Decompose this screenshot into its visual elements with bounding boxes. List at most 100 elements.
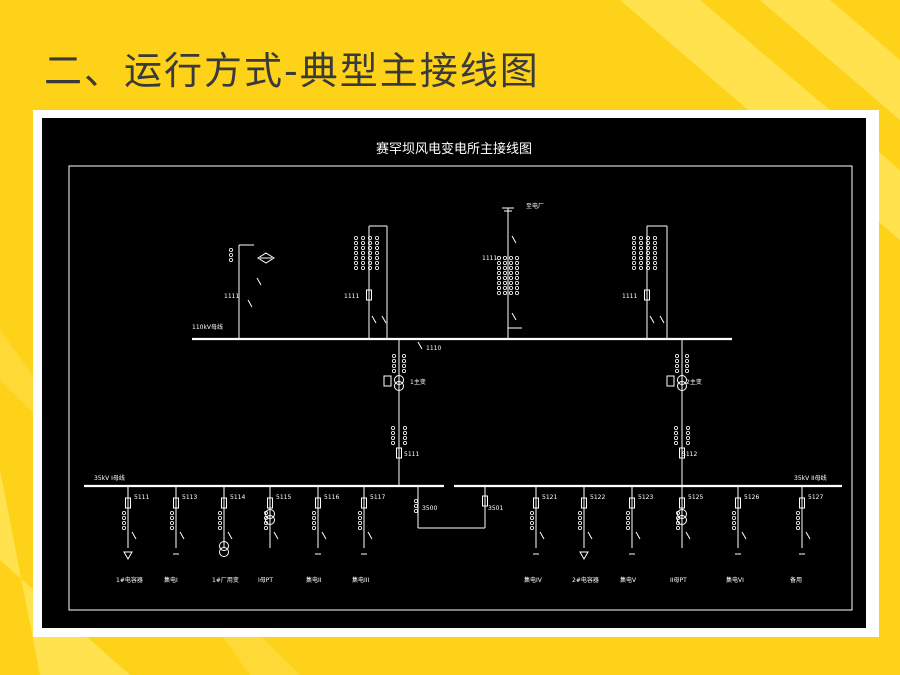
line-b-insulator <box>353 250 358 255</box>
line-c-insulator <box>514 275 519 280</box>
feeder-0-ct <box>122 510 127 515</box>
feeder-9-pt <box>677 515 687 525</box>
feeder-0-ct <box>122 525 127 530</box>
trans-1-insulator <box>391 368 396 373</box>
feeder-code: 5122 <box>590 494 606 501</box>
line-c-insulator <box>502 270 507 275</box>
label-trans-1: 1主变 <box>410 379 426 386</box>
feeder-3-switch <box>273 531 279 540</box>
feeder-4-ct <box>311 525 316 530</box>
feeder-4-breaker <box>315 497 321 509</box>
trans-1-insulator <box>401 363 406 368</box>
line-d-insulator <box>653 250 658 255</box>
feeder-2-ct <box>217 510 222 515</box>
trans-1-ct <box>390 435 395 440</box>
label-bus-sec: 3500 <box>422 505 438 512</box>
line-c-insulator <box>496 260 501 265</box>
line-c-insulator <box>502 275 507 280</box>
feeder-1-ct <box>169 525 174 530</box>
feeder-3-pt <box>265 509 275 519</box>
line-c-insulator <box>508 265 513 270</box>
feeder-11-ct <box>796 525 801 530</box>
feeder-5-ct <box>357 510 362 515</box>
line-d-insulator <box>639 265 644 270</box>
feeder-10-ct <box>732 525 737 530</box>
line-a-arrester <box>257 252 275 264</box>
line-c-insulator <box>508 290 513 295</box>
trans-1-ct <box>402 440 407 445</box>
feeder-5-ct <box>357 515 362 520</box>
label-bus-left: 35kV I母线 <box>94 475 125 482</box>
feeder-10-switch <box>741 531 747 540</box>
line-b-insulator <box>367 265 372 270</box>
feeder-2-station-transformer <box>219 541 229 551</box>
line-b-insulator <box>360 260 365 265</box>
line-b-insulator <box>367 241 372 246</box>
feeder-code: 5117 <box>370 494 386 501</box>
feeder-4-switch <box>321 531 327 540</box>
line-c-switch <box>511 312 517 321</box>
line-d-insulator <box>632 250 637 255</box>
trans-2-ct <box>674 430 679 435</box>
feeder-3-breaker <box>267 497 273 509</box>
feeder-1-ct <box>169 515 174 520</box>
feeder-11-ct <box>796 520 801 525</box>
line-c-insulator <box>514 285 519 290</box>
line-c-insulator <box>502 290 507 295</box>
trans-2-cabinet <box>666 375 675 387</box>
line-b-insulator <box>360 265 365 270</box>
line-b-insulator <box>374 265 379 270</box>
line-d-insulator <box>639 241 644 246</box>
feeder-code: 5125 <box>688 494 704 501</box>
trans-2-insulator <box>675 363 680 368</box>
trans-1-insulator <box>401 368 406 373</box>
feeder-7-ct <box>578 510 583 515</box>
line-d-insulator <box>639 260 644 265</box>
line-a-insulator <box>228 252 233 257</box>
feeder-6-breaker <box>533 497 539 509</box>
line-a-switch <box>247 299 253 308</box>
line-a-switch <box>256 277 262 286</box>
label-line-a: 1111 <box>224 293 240 300</box>
feeder-7-ct <box>578 520 583 525</box>
feeder-2-breaker <box>221 497 227 509</box>
feeder-11-ct <box>796 515 801 520</box>
label-line-b: 1111 <box>344 293 360 300</box>
trans-1-insulator <box>391 358 396 363</box>
line-d-insulator <box>639 250 644 255</box>
label-trans-2: 2主变 <box>686 379 702 386</box>
feeder-7-capacitor <box>579 551 589 561</box>
trans-1-breaker <box>396 447 402 459</box>
trans-1-ct <box>402 435 407 440</box>
trans-1-insulator <box>391 353 396 358</box>
feeder-5-breaker <box>361 497 367 509</box>
line-b-insulator <box>353 236 358 241</box>
trans-2-ct <box>674 425 679 430</box>
line-b-insulator <box>374 255 379 260</box>
feeder-code: 5114 <box>230 494 246 501</box>
trans-2-breaker <box>679 447 685 459</box>
feeder-6-ct <box>529 525 534 530</box>
line-b-insulator <box>367 260 372 265</box>
feeder-8-ct <box>626 515 631 520</box>
label-bus-tie: 1110 <box>426 345 442 352</box>
line-d-insulator <box>632 265 637 270</box>
feeder-1-ct <box>169 520 174 525</box>
line-b-insulator <box>360 245 365 250</box>
line-c-switch <box>511 235 517 244</box>
line-d-insulator <box>639 245 644 250</box>
label-t2-low: 5112 <box>682 451 698 458</box>
line-c-insulator <box>496 265 501 270</box>
feeder-3-pt <box>265 515 275 525</box>
trans-1-ct <box>402 430 407 435</box>
line-b-breaker <box>366 289 372 301</box>
line-d-insulator <box>646 265 651 270</box>
line-c-insulator <box>502 265 507 270</box>
line-b-insulator <box>374 236 379 241</box>
feeder-code: 5115 <box>276 494 292 501</box>
wiring-diagram <box>68 165 853 611</box>
line-b-insulator <box>374 245 379 250</box>
line-c-insulator <box>514 270 519 275</box>
line-c-insulator <box>514 260 519 265</box>
line-c-insulator <box>496 270 501 275</box>
